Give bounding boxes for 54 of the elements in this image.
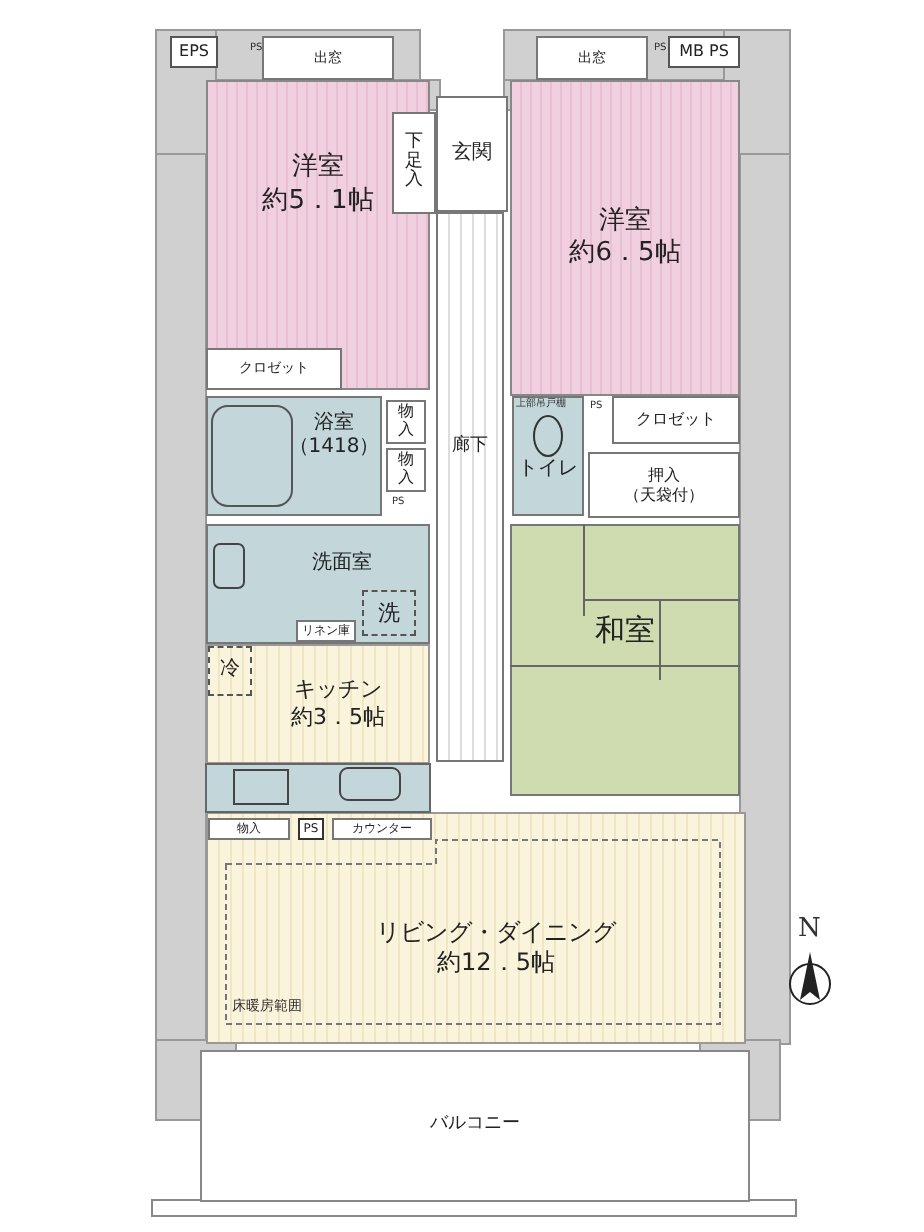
room-label: 和室 bbox=[595, 611, 655, 649]
room-label: 押入 bbox=[648, 465, 680, 485]
room-label: 約5．1帖 bbox=[262, 185, 374, 218]
room-label: 洗面室 bbox=[312, 551, 372, 577]
room-label: （天袋付） bbox=[624, 485, 704, 505]
western-room bbox=[206, 80, 430, 390]
washroom bbox=[206, 524, 430, 644]
room-label: 冷 bbox=[220, 658, 240, 684]
room-label: 物入 bbox=[398, 452, 414, 488]
room-label: MB PS bbox=[679, 42, 729, 62]
toilet bbox=[512, 396, 584, 516]
room-label: キッチン bbox=[294, 676, 382, 704]
storage-closet bbox=[386, 448, 426, 492]
living-dining-room bbox=[206, 812, 746, 1044]
room-label: 下足入 bbox=[405, 133, 423, 193]
room-label: 洋室 bbox=[599, 205, 651, 238]
storage-room-label-box bbox=[170, 36, 218, 68]
room-label: 物入 bbox=[398, 404, 414, 440]
hallway bbox=[436, 212, 504, 762]
room-label: 廊下 bbox=[452, 435, 488, 459]
north-label: N bbox=[798, 916, 821, 942]
storage-room-label-box bbox=[668, 36, 740, 68]
room-label: 玄関 bbox=[452, 141, 492, 167]
room-label: EPS bbox=[179, 42, 209, 62]
balcony bbox=[200, 1050, 750, 1202]
storage-closet bbox=[208, 818, 290, 840]
storage-closet bbox=[386, 400, 426, 444]
room-label: クロゼット bbox=[636, 410, 716, 430]
western-room bbox=[510, 80, 740, 396]
kitchen bbox=[206, 644, 430, 764]
shoe-closet bbox=[392, 112, 436, 214]
room-label: リビング・ダイニング bbox=[376, 918, 616, 948]
bathroom bbox=[206, 396, 382, 516]
room-label: トイレ bbox=[518, 457, 578, 483]
room-label: 約3．5帖 bbox=[291, 704, 385, 732]
closet bbox=[588, 452, 740, 518]
closet bbox=[612, 396, 740, 444]
room-label: 約12．5帖 bbox=[437, 948, 555, 978]
bay-window bbox=[536, 36, 648, 80]
room-label: 約6．5帖 bbox=[569, 238, 681, 271]
closet bbox=[206, 348, 342, 390]
counter bbox=[332, 818, 432, 840]
room-label: 洋室 bbox=[292, 152, 344, 185]
pipe-space bbox=[298, 818, 324, 840]
room-label: （1418） bbox=[288, 436, 380, 461]
entrance bbox=[436, 96, 508, 212]
refrigerator-space bbox=[208, 646, 252, 696]
bay-window bbox=[262, 36, 394, 80]
washer-space bbox=[362, 590, 416, 636]
linen-closet bbox=[296, 620, 356, 642]
room-label: バルコニー bbox=[430, 1114, 520, 1138]
room-label: 浴室 bbox=[314, 411, 354, 436]
japanese-room bbox=[510, 524, 740, 796]
room-label: 洗 bbox=[378, 599, 400, 627]
